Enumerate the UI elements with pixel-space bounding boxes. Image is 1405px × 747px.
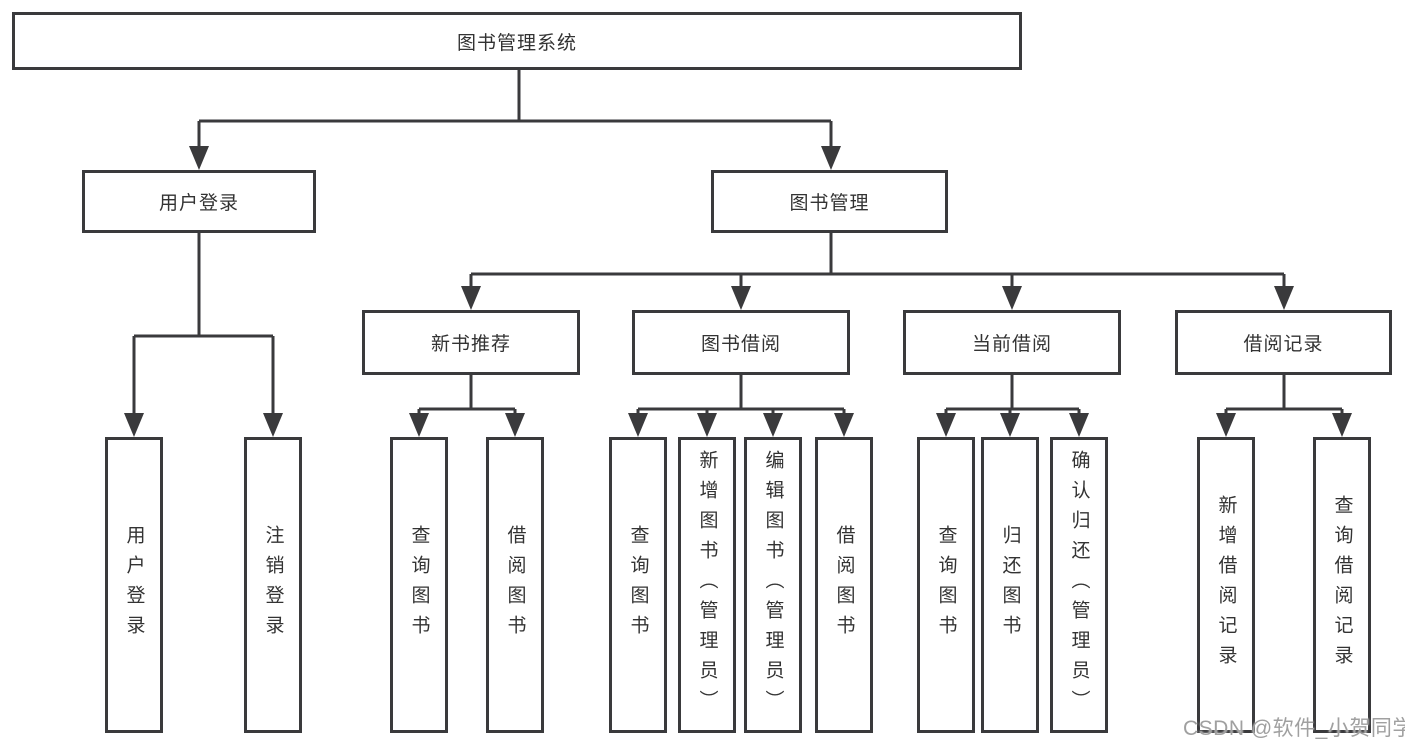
node-book-management-label: 图书管理 (789, 193, 870, 214)
node-user-login-label: 用户登录 (158, 193, 239, 214)
leaf-edit-book-admin-label: 编辑图书（管理员） (762, 450, 784, 720)
leaf-edit-book-admin: 编辑图书（管理员） (744, 437, 802, 733)
leaf-add-borrow-record-label: 新增借阅记录 (1215, 495, 1237, 675)
node-root: 图书管理系统 (12, 12, 1022, 70)
leaf-add-book-admin-label: 新增图书（管理员） (696, 450, 718, 720)
leaf-current-query-books: 查询图书 (917, 437, 975, 733)
leaf-confirm-return-admin-label: 确认归还（管理员） (1068, 450, 1090, 720)
connector-root-to-level2 (189, 70, 841, 170)
leaf-borrow-query-books: 查询图书 (609, 437, 667, 733)
leaf-add-borrow-record: 新增借阅记录 (1197, 437, 1255, 733)
leaf-user-login: 用户登录 (105, 437, 163, 733)
connector-current-borrow-children (936, 375, 1089, 437)
leaf-borrow-borrow-books-label: 借阅图书 (833, 525, 855, 645)
leaf-confirm-return-admin: 确认归还（管理员） (1050, 437, 1108, 733)
leaf-borrow-borrow-books: 借阅图书 (815, 437, 873, 733)
connector-user-login-children (124, 233, 283, 437)
connector-borrow-records-children (1216, 375, 1352, 437)
leaf-user-login-label: 用户登录 (123, 525, 145, 645)
leaf-recommend-query-books-label: 查询图书 (408, 525, 430, 645)
leaf-recommend-query-books: 查询图书 (390, 437, 448, 733)
node-new-book-recommend-label: 新书推荐 (430, 334, 511, 355)
leaf-recommend-borrow-books: 借阅图书 (486, 437, 544, 733)
node-root-label: 图书管理系统 (456, 32, 577, 54)
node-book-borrow: 图书借阅 (632, 310, 850, 375)
leaf-add-book-admin: 新增图书（管理员） (678, 437, 736, 733)
node-book-management: 图书管理 (711, 170, 948, 233)
leaf-return-book-label: 归还图书 (999, 525, 1021, 645)
leaf-logout-label: 注销登录 (262, 525, 284, 645)
csdn-watermark: CSDN @软件_小贺同学 (1183, 717, 1405, 740)
connector-new-book-recommend-children (409, 375, 525, 437)
node-current-borrow-label: 当前借阅 (971, 334, 1052, 355)
node-new-book-recommend: 新书推荐 (362, 310, 580, 375)
leaf-recommend-borrow-books-label: 借阅图书 (504, 525, 526, 645)
node-current-borrow: 当前借阅 (903, 310, 1121, 375)
leaf-logout: 注销登录 (244, 437, 302, 733)
leaf-query-borrow-record-label: 查询借阅记录 (1331, 495, 1353, 675)
leaf-return-book: 归还图书 (981, 437, 1039, 733)
connector-book-borrow-children (628, 375, 854, 437)
leaf-query-borrow-record: 查询借阅记录 (1313, 437, 1371, 733)
connector-book-management-children (461, 233, 1294, 310)
node-borrow-records: 借阅记录 (1175, 310, 1392, 375)
leaf-current-query-books-label: 查询图书 (935, 525, 957, 645)
leaf-borrow-query-books-label: 查询图书 (627, 525, 649, 645)
node-borrow-records-label: 借阅记录 (1243, 334, 1324, 355)
node-user-login: 用户登录 (82, 170, 316, 233)
node-book-borrow-label: 图书借阅 (700, 334, 781, 355)
